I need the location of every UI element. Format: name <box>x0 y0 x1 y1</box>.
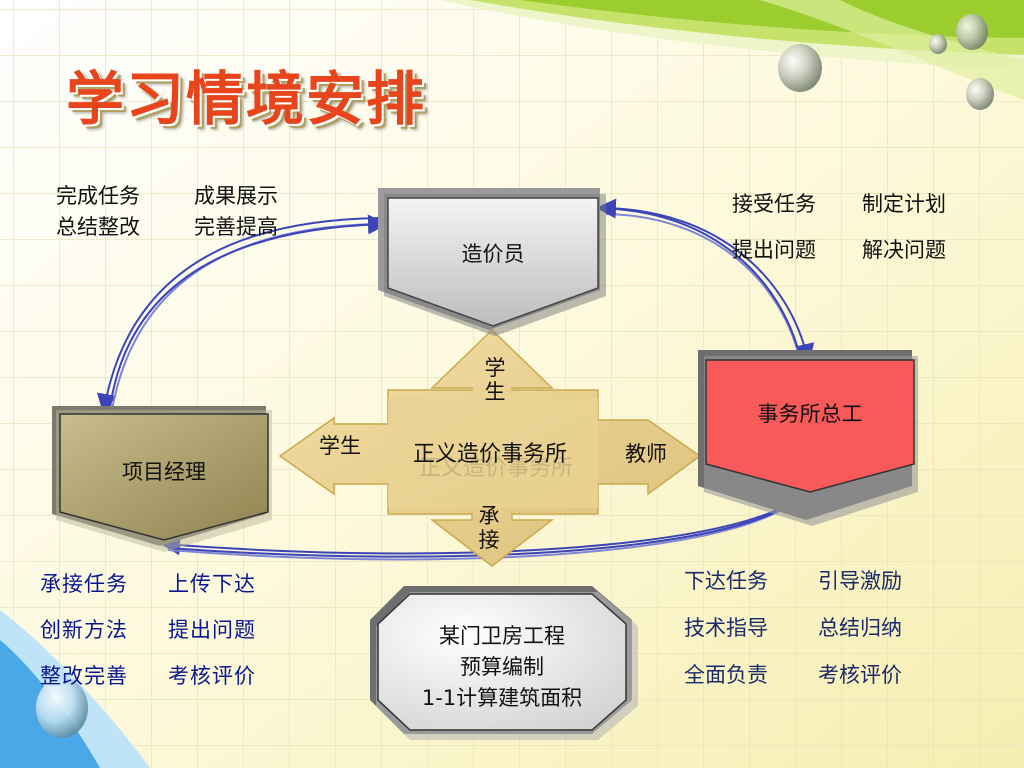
center-shadow-label: 正义造价事务所 <box>418 456 573 481</box>
task-line-2: 预算编制 <box>460 655 544 679</box>
chief-engineer-label: 事务所总工 <box>757 402 863 426</box>
cost-engineer-box <box>378 188 606 336</box>
center-label: 正义造价事务所 <box>412 442 567 467</box>
note-top-right: 接受任务制定计划 提出问题解决问题 <box>732 192 946 262</box>
arrow-left-label: 学生 <box>319 434 361 458</box>
project-manager-box <box>52 406 272 552</box>
task-line-1: 某门卫房工程 <box>439 624 565 648</box>
arrow-right-label: 教师 <box>625 442 667 466</box>
project-manager-label: 项目经理 <box>122 460 206 484</box>
cross-arrow <box>278 328 702 567</box>
page-title: 学习情境安排 <box>66 65 427 133</box>
chief-engineer-box <box>698 350 918 526</box>
task-octagon <box>370 586 638 740</box>
task-line-3: 1-1计算建筑面积 <box>421 686 583 710</box>
droplet-decor <box>36 14 994 738</box>
arrow-up-label: 学 生 <box>484 356 506 404</box>
note-bottom-left: 承接任务上传下达 创新方法提出问题 整改完善考核评价 <box>40 572 256 688</box>
note-top-left: 完成任务成果展示 总结整改完善提高 <box>56 184 278 239</box>
note-bottom-right: 下达任务引导激励 技术指导总结归纳 全面负责考核评价 <box>684 569 902 687</box>
cost-engineer-label: 造价员 <box>461 242 525 266</box>
arrow-down-label: 承 接 <box>478 504 500 552</box>
decor-top-right <box>440 0 1024 100</box>
